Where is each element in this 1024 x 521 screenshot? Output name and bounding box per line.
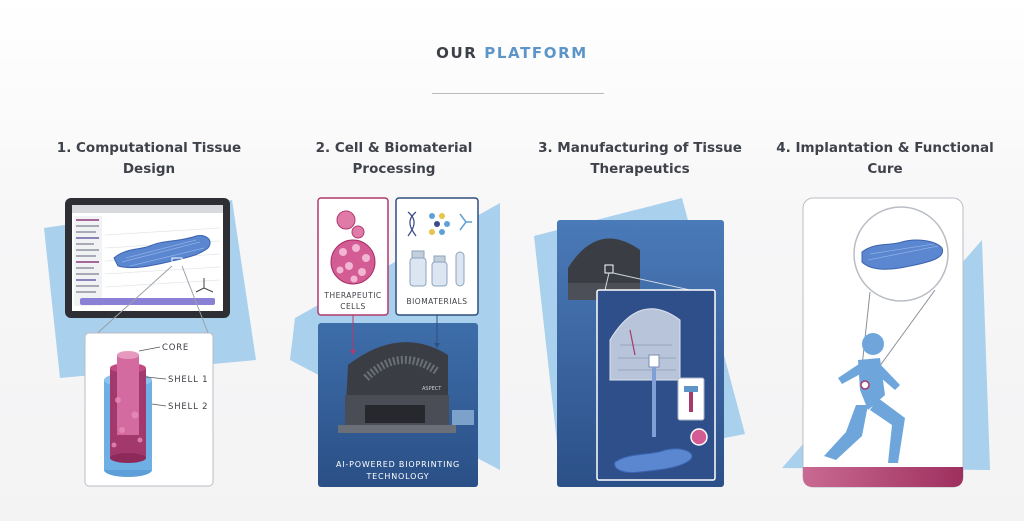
bioprinting-label-1: AI-POWERED BIOPRINTING [336,460,460,469]
printed-tissue [614,448,693,473]
tablet-timeline-bar [80,298,215,305]
implant-site-marker [860,380,870,390]
step-3-title: 3. Manufacturing of Tissue Therapeutics [538,140,742,177]
step-3-illustration [534,198,745,487]
step-1-illustration: CORE SHELL 1 SHELL 2 [44,198,256,487]
step-4-illustration [782,197,990,488]
callout-shell-2: SHELL 2 [168,402,208,412]
step-2-illustration: THERAPEUTIC CELLS BIOMATERIALS [290,197,500,487]
heading-divider [432,93,604,94]
biomaterials-label: BIOMATERIALS [406,297,467,306]
axis-gizmo [195,278,214,293]
callout-core: CORE [162,343,189,353]
bioprinting-label-2: TECHNOLOGY [366,472,430,481]
bioink-cell-icon [690,428,708,446]
vials-icon [409,250,465,287]
molecule-icon [429,213,450,235]
heading-word-platform: PLATFORM [484,44,588,62]
implanted-tissue [861,239,944,270]
dna-icon [407,211,417,237]
step-4-title: 4. Implantation & Functional Cure [776,140,994,177]
step-2-title: 2. Cell & Biomaterial Processing [315,140,473,177]
step-1-title: 1. Computational Tissue Design [56,140,242,177]
heading-word-our: OUR [436,44,478,62]
section-heading: OUR PLATFORM [0,44,1024,62]
callout-shell-1: SHELL 1 [168,375,208,385]
bioprinter-brand: ASPECT [422,386,442,392]
implant-card-bar [803,467,963,487]
therapeutic-cells-label-1: THERAPEUTIC [323,291,381,300]
therapeutic-cells-label-2: CELLS [340,302,366,311]
polymer-icon [459,213,472,231]
runner-icon [824,333,905,463]
